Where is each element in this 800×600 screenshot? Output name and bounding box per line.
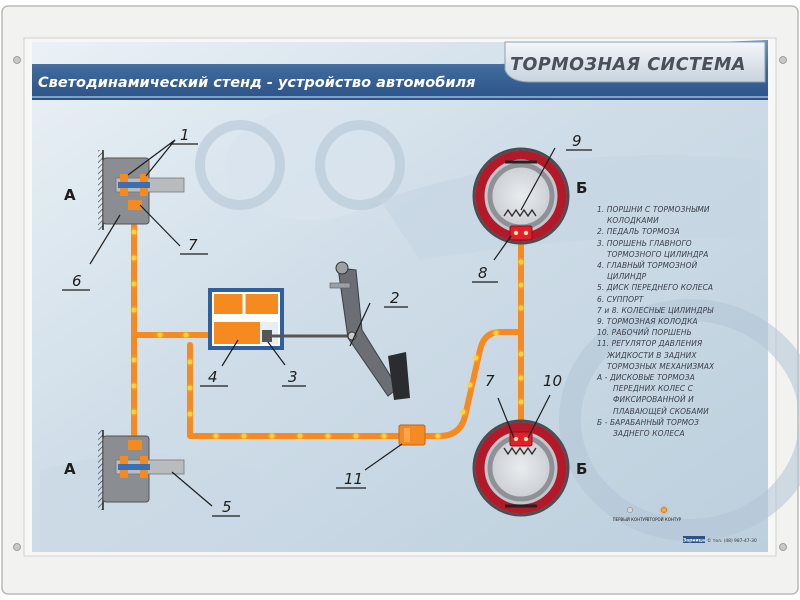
label-11: 11 [344, 470, 363, 488]
brand-phone: © тел. (48) 987-47-30 [707, 537, 757, 544]
disc-brake-bottom [98, 430, 185, 510]
legend-item: ПЕРЕДНИХ КОЛЕС С [613, 383, 693, 394]
first-circuit-label: ПЕРВЫЙ КОНТУР [613, 517, 648, 522]
legend-item: 9. ТОРМОЗНАЯ КОЛОДКА [597, 316, 698, 327]
legend-item: ТОРМОЗНЫХ МЕХАНИЗМАХ [607, 360, 715, 371]
label-7-right: 7 [485, 372, 495, 390]
legend-item: ЖИДКОСТИ В ЗАДНИХ [607, 349, 697, 360]
label-6: 6 [72, 272, 82, 290]
drum-brake-top [472, 147, 570, 245]
second-circuit-led [661, 507, 667, 513]
brand-logo: Зарница [683, 538, 705, 544]
label-a-bottom: А [64, 460, 76, 478]
label-underlines [62, 143, 592, 517]
legend-item: 3. ПОРШЕНЬ ГЛАВНОГО [597, 237, 692, 248]
legend-item: КОЛОДКАМИ [607, 215, 659, 226]
legend-item: А - ДИСКОВЫЕ ТОРМОЗА [597, 372, 695, 383]
legend-item: 5. ДИСК ПЕРЕДНЕГО КОЛЕСА [597, 282, 714, 293]
legend-item: 2. ПЕДАЛЬ ТОРМОЗА [597, 226, 680, 237]
label-7-left: 7 [188, 236, 198, 254]
board-title: ТОРМОЗНАЯ СИСТЕМА [510, 55, 746, 75]
brake-pedal [329, 261, 410, 400]
label-3: 3 [288, 368, 298, 386]
legend-item: 4. ГЛАВНЫЙ ТОРМОЗНОЙ [597, 260, 698, 271]
second-circuit-label: ВТОРОЙ КОНТУР [647, 517, 682, 522]
brand-footer: Зарница © тел. (48) 987-47-30 [683, 536, 757, 544]
disc-brake-top [98, 150, 185, 230]
label-5: 5 [222, 498, 232, 516]
led-dots [131, 229, 524, 441]
legend-item: ФИКСИРОВАННОЙ И [613, 394, 694, 405]
legend-item: 7 и 8. КОЛЕСНЫЕ ЦИЛИНДРЫ [597, 304, 714, 315]
first-circuit-led [627, 507, 633, 513]
label-4: 4 [208, 368, 218, 386]
header-band: ТОРМОЗНАЯ СИСТЕМА Светодинамический стен… [32, 40, 768, 100]
legend-item: 11. РЕГУЛЯТОР ДАВЛЕНИЯ [597, 338, 703, 349]
label-9: 9 [572, 132, 582, 150]
label-b-top: Б [576, 179, 587, 197]
legend-item: ТОРМОЗНОГО ЦИЛИНДРА [607, 248, 709, 259]
legend-item: ЦИЛИНДР [607, 271, 647, 282]
label-a-top: А [64, 186, 76, 204]
board-subtitle: Светодинамический стенд - устройство авт… [38, 75, 475, 91]
circuit-indicators: ПЕРВЫЙ КОНТУР ВТОРОЙ КОНТУР [613, 507, 682, 522]
legend-item: 1. ПОРШНИ С ТОРМОЗНЫМИ [597, 204, 710, 214]
legend-item: 6. СУППОРТ [597, 293, 644, 304]
legend-item: ЗАДНЕГО КОЛЕСА [613, 428, 685, 439]
pressure-regulator [398, 424, 426, 446]
leader-lines [89, 139, 556, 507]
label-1: 1 [180, 126, 190, 144]
master-cylinder [208, 288, 350, 350]
label-10: 10 [543, 372, 562, 390]
legend-item: 10. РАБОЧИЙ ПОРШЕНЬ [597, 327, 692, 338]
legend-item: Б - БАРАБАННЫЙ ТОРМОЗ [597, 416, 700, 427]
drum-brake-bottom [472, 419, 570, 517]
label-2: 2 [390, 289, 400, 307]
label-b-bottom: Б [576, 460, 587, 478]
legend-item: ПЛАВАЮЩЕЙ СКОБАМИ [613, 405, 709, 416]
label-8: 8 [478, 264, 488, 282]
